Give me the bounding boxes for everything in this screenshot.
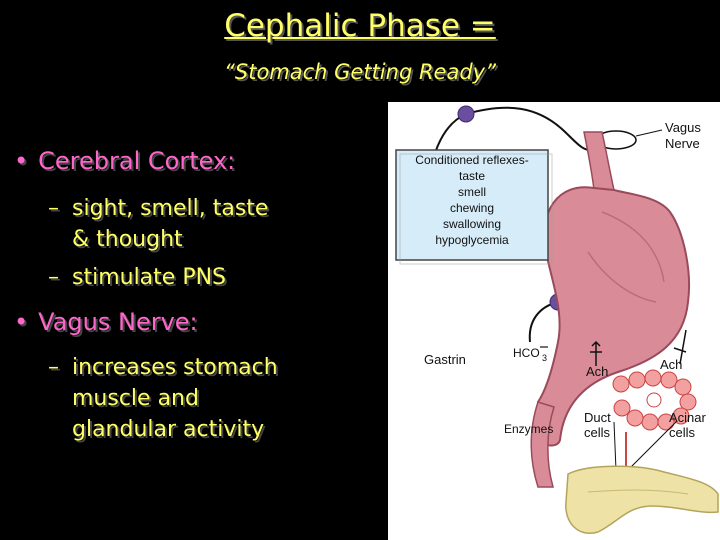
slide-title: Cephalic Phase =	[224, 8, 496, 44]
pancreas	[565, 465, 719, 535]
bullet-label: Cerebral Cortex:	[38, 147, 236, 175]
sub-item-continuation: muscle and	[72, 384, 199, 413]
enzymes-label: Enzymes	[504, 422, 553, 436]
sub-text: glandular activity	[72, 417, 265, 442]
vagal-neuron-top	[457, 105, 475, 123]
ach-nerve-left	[590, 340, 602, 366]
slide-subtitle: “Stomach Getting Ready”	[224, 60, 496, 84]
ach-nerve-right	[673, 329, 687, 365]
acinar-cell-cluster	[612, 369, 697, 431]
stomach-figure: Vagus Nerve Conditioned reflexes- taste …	[388, 102, 720, 540]
gastrin-label: Gastrin	[424, 352, 466, 367]
acinar-cells-label-1: Acinar	[669, 410, 707, 425]
ach-label-right: Ach	[660, 357, 682, 372]
duct-cells-label-1: Duct	[584, 410, 611, 425]
sub-text: & thought	[72, 227, 183, 252]
sub-item: –sight, smell, taste	[48, 194, 269, 223]
reflex-item: smell	[458, 185, 486, 199]
sub-dash: –	[48, 196, 59, 221]
acinar-cells-label-2: cells	[669, 425, 696, 440]
sub-item-continuation: & thought	[72, 225, 183, 254]
sub-item: –stimulate PNS	[48, 263, 227, 292]
vagus-label-2: Nerve	[665, 136, 700, 151]
bullet-vagus-nerve: • Vagus Nerve:	[14, 308, 198, 336]
ach-label-left: Ach	[586, 364, 608, 379]
stomach	[537, 186, 691, 447]
reflex-box	[395, 149, 549, 261]
sub-text: muscle and	[72, 386, 199, 411]
vagus-nerve-fiber	[465, 106, 594, 152]
esophagus	[583, 131, 615, 191]
duodenum	[530, 401, 555, 488]
reflex-item: hypoglycemia	[435, 233, 509, 247]
reflex-title: Conditioned reflexes-	[415, 153, 528, 167]
hco3-label: HCO	[513, 346, 540, 360]
sub-text: sight, smell, taste	[72, 196, 269, 221]
sub-item-continuation: glandular activity	[72, 415, 264, 444]
bullet-dot: •	[14, 147, 29, 175]
bullet-dot: •	[14, 308, 29, 336]
sub-item: –increases stomach	[48, 353, 278, 382]
duct-cells-label-2: cells	[584, 425, 611, 440]
sub-dash: –	[48, 265, 59, 290]
reflex-item: taste	[459, 169, 485, 183]
stomach-illustration: Vagus Nerve Conditioned reflexes- taste …	[395, 105, 719, 535]
reflex-item: chewing	[450, 201, 494, 215]
sub-text: increases stomach	[72, 355, 278, 380]
reflex-item: swallowing	[443, 217, 501, 231]
bullet-label: Vagus Nerve:	[38, 308, 198, 336]
sub-dash: –	[48, 355, 59, 380]
vagus-label-1: Vagus	[665, 120, 701, 135]
bullet-cerebral-cortex: • Cerebral Cortex:	[14, 147, 235, 175]
hco3-subscript: 3	[542, 353, 547, 363]
sub-text: stimulate PNS	[72, 265, 227, 290]
